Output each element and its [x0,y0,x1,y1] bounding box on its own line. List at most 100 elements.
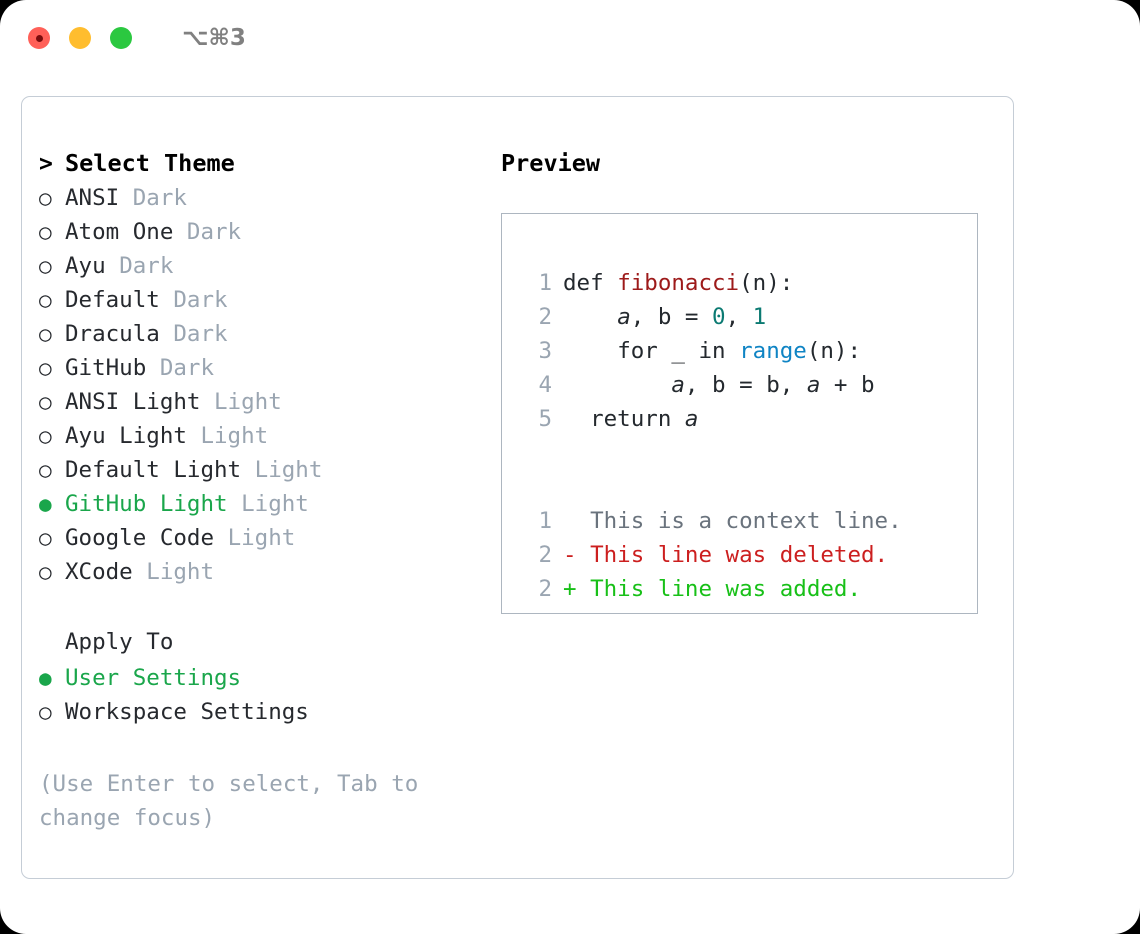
diff-line-context: 1 This is a context line. [522,508,977,542]
apply-to-option-workspace-settings[interactable]: ○ Workspace Settings [39,699,479,733]
code-token: = [671,304,713,330]
code-token: = [725,372,767,398]
code-indent [563,406,590,432]
apply-to-option-user-settings[interactable]: ● User Settings [39,665,479,699]
close-icon [35,34,43,42]
theme-kind: Dark [132,185,187,211]
theme-kind: Dark [173,321,228,347]
line-number: 1 [538,508,552,534]
theme-row-xcode[interactable]: ○ XCode Light [39,559,479,593]
code-token: b [657,304,672,330]
radio-icon[interactable]: ○ [39,288,52,312]
line-number: 3 [538,338,552,364]
code-line: 3 for _ in range(n): [522,338,977,372]
theme-kind: Light [227,525,296,551]
theme-kind: Light [254,457,323,483]
code-token: (n): [806,338,862,364]
theme-row-dracula[interactable]: ○Dracula Dark [39,321,479,355]
theme-row-ansi[interactable]: ○ANSI Dark [39,185,479,219]
code-token: , [630,304,658,330]
radio-icon[interactable]: ○ [39,526,52,550]
theme-kind: Dark [186,219,242,245]
code-token-function: fibonacci [617,270,740,296]
diff-line-added: 2+ This line was added. [522,576,977,610]
diff-sign: - [563,542,577,568]
line-number: 1 [538,270,552,296]
theme-row-ayu[interactable]: ○Ayu Dark [39,253,479,287]
diff-text: This line was deleted. [576,542,889,568]
minimize-window-button[interactable] [69,27,91,49]
code-token-variable: a [684,406,699,432]
code-token-number: 0 [712,304,726,330]
theme-name: GitHub [65,355,147,381]
theme-picker-column: >Select Theme ○ANSI Dark ○Atom One Dark … [39,149,479,835]
theme-row-ayu-light[interactable]: ○Ayu Light Light [39,423,479,457]
theme-name: Ayu Light [65,423,187,449]
code-line: 4 a, b = b, a + b [522,372,977,406]
close-window-button[interactable] [28,27,50,49]
code-indent [563,338,617,364]
code-indent [563,372,671,398]
radio-icon[interactable]: ○ [39,424,52,448]
theme-row-google-code[interactable]: ○ Google Code Light [39,525,479,559]
radio-icon[interactable]: ○ [39,356,52,380]
spacer [39,733,479,767]
theme-kind: Light [146,559,215,585]
theme-name: GitHub Light [65,491,228,517]
radio-icon[interactable]: ○ [39,186,52,210]
code-token-variable: a [806,372,821,398]
theme-row-github[interactable]: ○GitHub Dark [39,355,479,389]
code-token-number: 1 [752,304,767,330]
code-token: b [861,372,875,398]
theme-kind: Dark [173,287,228,313]
radio-icon[interactable]: ○ [39,322,52,346]
theme-name: Default Light [65,457,242,483]
diff-line-deleted: 2- This line was deleted. [522,542,977,576]
theme-name: Ayu [65,253,106,279]
line-number: 5 [538,406,552,432]
code-indent [563,304,617,330]
line-number: 4 [538,372,552,398]
code-token: , [725,304,753,330]
theme-name: Google Code [65,525,215,551]
code-token: for _ in [617,338,740,364]
theme-row-atom-one[interactable]: ○ Atom One Dark [39,219,479,253]
code-token: def [563,270,618,296]
radio-selected-icon[interactable]: ● [39,666,52,690]
radio-icon[interactable]: ○ [39,560,52,584]
theme-name: XCode [65,559,133,585]
code-token: , [684,372,713,398]
prompt-caret-icon: > [39,151,53,177]
code-token-variable: a [617,304,631,330]
code-token-call: range [739,338,807,364]
theme-name: ANSI Light [65,389,201,415]
radio-icon[interactable]: ○ [39,254,52,278]
diff-text: This is a context line. [576,508,902,534]
theme-row-ansi-light[interactable]: ○ANSI Light Light [39,389,479,423]
radio-icon[interactable]: ○ [39,458,52,482]
radio-icon[interactable]: ○ [39,700,52,724]
traffic-lights [28,27,132,49]
diff-sign [563,508,577,534]
theme-row-github-light[interactable]: ●GitHub Light Light [39,491,479,525]
radio-icon[interactable]: ○ [39,390,52,414]
theme-row-default[interactable]: ○Default Dark [39,287,479,321]
maximize-window-button[interactable] [110,27,132,49]
code-token: + [820,372,862,398]
apply-to-option-label: Workspace Settings [65,699,309,725]
apply-to-option-label: User Settings [65,665,242,691]
code-token-variable: a [671,372,685,398]
radio-selected-icon[interactable]: ● [39,492,52,516]
code-line: 5 return a [522,406,977,440]
theme-row-default-light[interactable]: ○ Default Light Light [39,457,479,491]
theme-name: Atom One [65,219,174,245]
radio-icon[interactable]: ○ [39,220,52,244]
code-token: b [712,372,726,398]
preview-heading: Preview [501,149,601,177]
code-token: return [590,406,685,432]
apply-to-heading: ○Apply To [39,629,479,665]
